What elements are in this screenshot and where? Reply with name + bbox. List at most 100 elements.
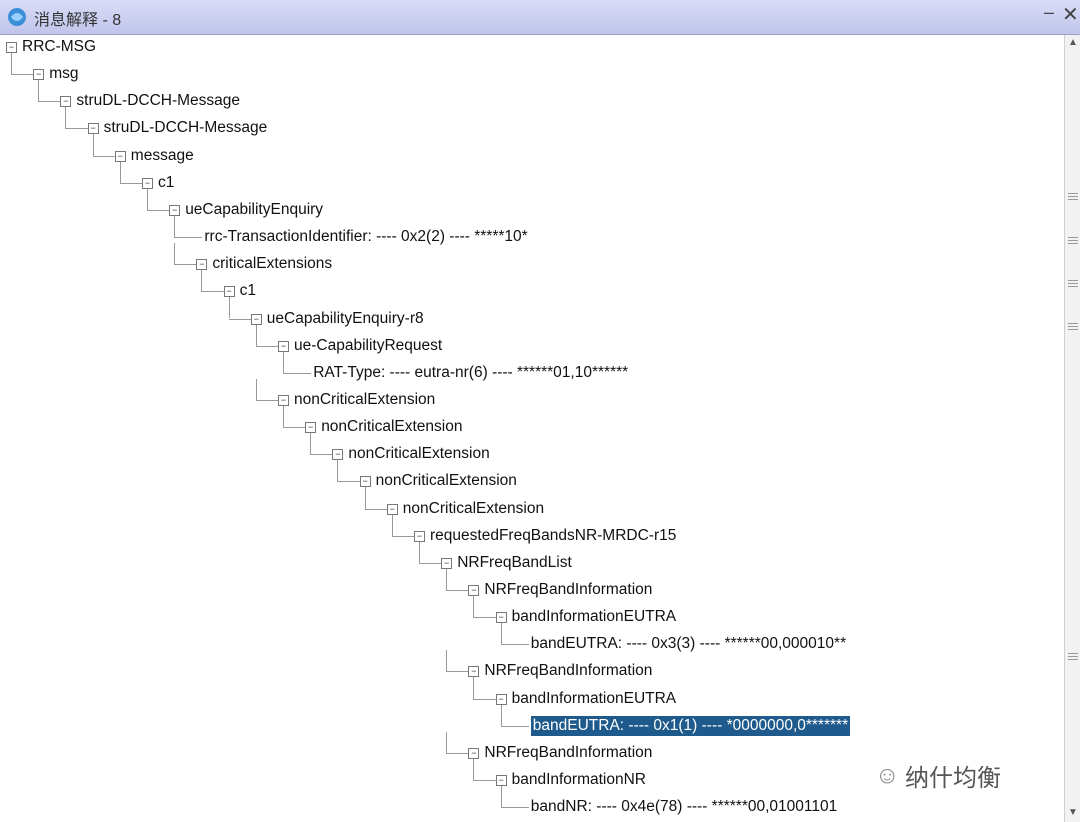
tree-leaf-field[interactable]: RAT-Type: ---- eutra-nr(6) ---- ******01…	[313, 363, 629, 381]
tree-connector	[473, 596, 475, 618]
collapse-toggle-icon[interactable]: −	[278, 394, 289, 406]
tree-connector	[92, 134, 94, 156]
tree-connector	[446, 590, 469, 591]
tree-connector	[473, 758, 475, 781]
tree-node-label[interactable]: ue-CapabilityRequest	[294, 336, 443, 354]
collapse-toggle-icon[interactable]: −	[196, 259, 208, 271]
tree-node-label[interactable]: NRFreqBandList	[457, 553, 572, 571]
tree-node-label[interactable]: c1	[158, 173, 175, 191]
tree-node-label[interactable]: msg	[49, 65, 79, 83]
tree-connector	[500, 725, 529, 727]
scroll-grip-icon	[1068, 193, 1078, 201]
collapse-toggle-icon[interactable]: −	[223, 286, 235, 298]
tree-node-label[interactable]: c1	[239, 282, 256, 300]
tree-connector	[283, 405, 284, 428]
tree-connector	[147, 209, 170, 211]
tree-connector	[283, 427, 306, 429]
tree-connector	[11, 53, 12, 75]
collapse-toggle-icon[interactable]: −	[142, 177, 153, 189]
tree-connector	[147, 188, 148, 210]
tree-node-label[interactable]: struDL-DCCH-Message	[103, 119, 268, 137]
collapse-toggle-icon[interactable]: −	[468, 747, 480, 759]
collapse-toggle-icon[interactable]: −	[6, 42, 17, 53]
collapse-toggle-icon[interactable]: −	[414, 530, 425, 542]
tree-connector	[500, 623, 502, 645]
tree-node-label[interactable]: nonCriticalExtension	[294, 390, 436, 408]
tree-connector	[119, 182, 142, 184]
collapse-toggle-icon[interactable]: −	[359, 476, 371, 488]
tree-node-label[interactable]: nonCriticalExtension	[375, 472, 517, 490]
close-button[interactable]: ✕	[1062, 4, 1079, 26]
tree-leaf-field[interactable]: bandNR: ---- 0x4e(78) ---- ******00,0100…	[530, 798, 838, 816]
tree-node-label[interactable]: struDL-DCCH-Message	[76, 92, 241, 110]
collapse-toggle-icon[interactable]: −	[169, 204, 181, 216]
tree-leaf-field[interactable]: rrc-TransactionIdentifier: ---- 0x2(2) -…	[204, 228, 528, 246]
tree-node-label[interactable]: ueCapabilityEnquiry-r8	[266, 309, 424, 327]
tree-connector	[364, 508, 387, 510]
tree-connector	[255, 399, 278, 401]
tree-connector	[174, 237, 203, 239]
tree-connector	[419, 562, 442, 564]
tree-connector	[174, 264, 197, 266]
scroll-grip-icon	[1068, 237, 1078, 245]
collapse-toggle-icon[interactable]: −	[33, 69, 45, 81]
tree-leaf-field[interactable]: bandEUTRA: ---- 0x3(3) ---- ******00,000…	[530, 635, 847, 653]
collapse-toggle-icon[interactable]: −	[495, 612, 507, 624]
tree-node-label[interactable]: nonCriticalExtension	[348, 445, 490, 463]
vertical-scrollbar[interactable]: ▲ ▼	[1064, 35, 1080, 822]
tree-connector	[446, 752, 469, 754]
tree-connector	[337, 481, 360, 483]
tree-leaf-field[interactable]: bandEUTRA: ---- 0x1(1) ---- *0000000,0**…	[530, 715, 851, 736]
tree-connector	[473, 677, 475, 699]
tree-node-label[interactable]: requestedFreqBandsNR-MRDC-r15	[430, 526, 677, 544]
collapse-toggle-icon[interactable]: −	[305, 422, 317, 434]
tree-connector	[500, 786, 502, 808]
collapse-toggle-icon[interactable]: −	[278, 340, 289, 352]
tree-connector	[310, 433, 312, 455]
tree-node-label[interactable]: bandInformationNR	[511, 771, 647, 789]
scroll-up-icon[interactable]: ▲	[1068, 37, 1078, 48]
collapse-toggle-icon[interactable]: −	[332, 449, 344, 461]
collapse-toggle-icon[interactable]: −	[386, 503, 398, 515]
tree-connector	[228, 297, 230, 319]
message-tree[interactable]: −RRC-MSG−msg−struDL-DCCH-Message−struDL-…	[0, 35, 1064, 822]
tree-node-label[interactable]: criticalExtensions	[212, 255, 333, 273]
tree-connector	[65, 107, 67, 129]
collapse-toggle-icon[interactable]: −	[495, 775, 507, 787]
collapse-toggle-icon[interactable]: −	[87, 123, 99, 135]
tree-connector	[446, 671, 469, 673]
tree-connector	[11, 74, 34, 76]
window-title: 消息解释 - 8	[34, 12, 122, 29]
collapse-toggle-icon[interactable]: −	[468, 585, 480, 596]
tree-node-label[interactable]: message	[130, 146, 194, 164]
tree-connector	[419, 541, 420, 563]
tree-node-label[interactable]: RRC-MSG	[22, 38, 97, 55]
tree-connector	[500, 807, 529, 809]
collapse-toggle-icon[interactable]: −	[114, 150, 126, 162]
collapse-toggle-icon[interactable]: −	[441, 557, 453, 569]
tree-node-label[interactable]: nonCriticalExtension	[321, 418, 463, 436]
app-icon	[8, 8, 26, 26]
tree-node-label[interactable]: bandInformationEUTRA	[511, 608, 677, 626]
tree-connector	[446, 568, 448, 590]
tree-connector	[201, 270, 203, 292]
tree-connector	[174, 215, 176, 238]
tree-node-label[interactable]: nonCriticalExtension	[402, 499, 545, 517]
scroll-grip-icon	[1068, 653, 1078, 661]
tree-node-label[interactable]: NRFreqBandInformation	[484, 662, 653, 680]
tree-node-label[interactable]: NRFreqBandInformation	[484, 581, 653, 598]
scroll-down-icon[interactable]: ▼	[1068, 807, 1078, 818]
tree-node-label[interactable]: bandInformationEUTRA	[511, 689, 677, 707]
tree-node-label[interactable]: NRFreqBandInformation	[484, 743, 653, 761]
tree-connector	[391, 514, 393, 536]
tree-connector	[283, 372, 312, 374]
tree-node-label[interactable]: ueCapabilityEnquiry	[185, 200, 324, 218]
tree-connector	[174, 243, 176, 265]
collapse-toggle-icon[interactable]: −	[495, 693, 507, 705]
minimize-button[interactable]: –	[1044, 2, 1055, 22]
collapse-toggle-icon[interactable]: −	[60, 96, 72, 108]
tree-connector	[65, 128, 88, 130]
tree-connector	[119, 161, 121, 183]
collapse-toggle-icon[interactable]: −	[468, 666, 480, 678]
collapse-toggle-icon[interactable]: −	[250, 313, 262, 325]
